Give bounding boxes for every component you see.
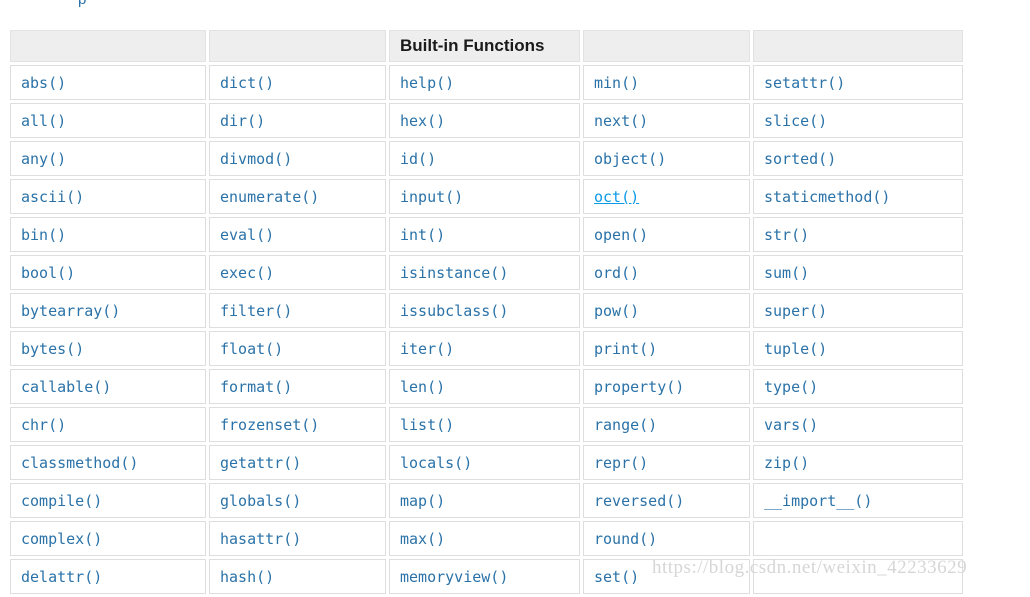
table-cell-function: round() (583, 521, 750, 556)
table-header-cell-2 (209, 30, 386, 62)
table-cell-function: enumerate() (209, 179, 386, 214)
table-body: abs()dict()help()min()setattr()all()dir(… (10, 65, 963, 594)
table-cell-function: frozenset() (209, 407, 386, 442)
table-cell-function: getattr() (209, 445, 386, 480)
table-cell-function: compile() (10, 483, 206, 518)
table-header: Built-in Functions (10, 30, 963, 62)
table-row: ascii()enumerate()input() oct() staticmeth… (10, 179, 963, 214)
table-cell-function: classmethod() (10, 445, 206, 480)
table-cell-function: vars() (753, 407, 963, 442)
table-header-cell-4 (583, 30, 750, 62)
table-cell-function: list() (389, 407, 580, 442)
table-cell-function: setattr() (753, 65, 963, 100)
table-row: bool()exec()isinstance()ord()sum() (10, 255, 963, 290)
table-cell-function: help() (389, 65, 580, 100)
table-cell-function: len() (389, 369, 580, 404)
table-cell-function: iter() (389, 331, 580, 366)
table-cell-function: divmod() (209, 141, 386, 176)
function-link-oct[interactable]: oct() (594, 187, 640, 206)
table-cell-function: isinstance() (389, 255, 580, 290)
table-cell-function: str() (753, 217, 963, 252)
clipped-top-text: p (78, 0, 86, 8)
table-cell-function: next() (583, 103, 750, 138)
table-row: classmethod()getattr()locals()repr()zip(… (10, 445, 963, 480)
table-cell-function: dict() (209, 65, 386, 100)
table-cell-function: sorted() (753, 141, 963, 176)
table-cell-function: hash() (209, 559, 386, 594)
table-cell-function: complex() (10, 521, 206, 556)
table-cell-function: format() (209, 369, 386, 404)
table-cell-function: id() (389, 141, 580, 176)
table-cell-function: hex() (389, 103, 580, 138)
table-cell-function: globals() (209, 483, 386, 518)
table-cell-function: exec() (209, 255, 386, 290)
table-cell-function: open() (583, 217, 750, 252)
table-cell-function: hasattr() (209, 521, 386, 556)
table-row: bytes()float()iter()print()tuple() (10, 331, 963, 366)
table-cell-function: tuple() (753, 331, 963, 366)
table-row: abs()dict()help()min()setattr() (10, 65, 963, 100)
table-cell-function: object() (583, 141, 750, 176)
builtin-functions-table: Built-in Functions abs()dict()help()min(… (7, 27, 966, 597)
table-cell-function: staticmethod() (753, 179, 963, 214)
table-cell-function: reversed() (583, 483, 750, 518)
table-header-cell-1 (10, 30, 206, 62)
table-cell-function: range() (583, 407, 750, 442)
table-cell-function: zip() (753, 445, 963, 480)
table-cell-function: oct() (583, 179, 750, 214)
table-cell-function: input() (389, 179, 580, 214)
table-row: bin()eval()int()open()str() (10, 217, 963, 252)
table-cell-function: bytearray() (10, 293, 206, 328)
table-cell-function: type() (753, 369, 963, 404)
table-cell-function: slice() (753, 103, 963, 138)
table-cell-function: sum() (753, 255, 963, 290)
table-header-row: Built-in Functions (10, 30, 963, 62)
table-cell-function: eval() (209, 217, 386, 252)
table-cell-function: repr() (583, 445, 750, 480)
table-cell-function: bin() (10, 217, 206, 252)
table-cell-function: all() (10, 103, 206, 138)
table-cell-function: super() (753, 293, 963, 328)
table-cell-function: chr() (10, 407, 206, 442)
table-cell-function: filter() (209, 293, 386, 328)
table-cell-function: memoryview() (389, 559, 580, 594)
table-row: chr()frozenset()list()range()vars() (10, 407, 963, 442)
table-cell-function: print() (583, 331, 750, 366)
builtin-functions-table-container: Built-in Functions abs()dict()help()min(… (7, 27, 963, 597)
table-cell-function: float() (209, 331, 386, 366)
table-cell-function: map() (389, 483, 580, 518)
table-cell-function: issubclass() (389, 293, 580, 328)
table-row: callable()format()len()property()type() (10, 369, 963, 404)
table-cell-function: any() (10, 141, 206, 176)
table-cell-function: callable() (10, 369, 206, 404)
table-cell-function: min() (583, 65, 750, 100)
table-cell-function: ascii() (10, 179, 206, 214)
table-cell-function: delattr() (10, 559, 206, 594)
table-cell-function: max() (389, 521, 580, 556)
table-cell-function: bytes() (10, 331, 206, 366)
table-title-built-in-functions: Built-in Functions (389, 30, 580, 62)
table-cell-function: __import__() (753, 483, 963, 518)
table-row: bytearray()filter()issubclass()pow()supe… (10, 293, 963, 328)
table-cell-empty (753, 521, 963, 556)
table-row: complex()hasattr()max()round() (10, 521, 963, 556)
table-header-cell-5 (753, 30, 963, 62)
table-cell-function: pow() (583, 293, 750, 328)
table-row: any()divmod()id()object()sorted() (10, 141, 963, 176)
table-cell-function: ord() (583, 255, 750, 290)
table-cell-function: property() (583, 369, 750, 404)
table-cell-function: abs() (10, 65, 206, 100)
table-cell-function: dir() (209, 103, 386, 138)
table-row: compile()globals()map()reversed()__impor… (10, 483, 963, 518)
table-cell-function: bool() (10, 255, 206, 290)
watermark: https://blog.csdn.net/weixin_42233629 (652, 557, 968, 578)
table-cell-function: locals() (389, 445, 580, 480)
table-row: all()dir()hex()next()slice() (10, 103, 963, 138)
table-cell-function: int() (389, 217, 580, 252)
